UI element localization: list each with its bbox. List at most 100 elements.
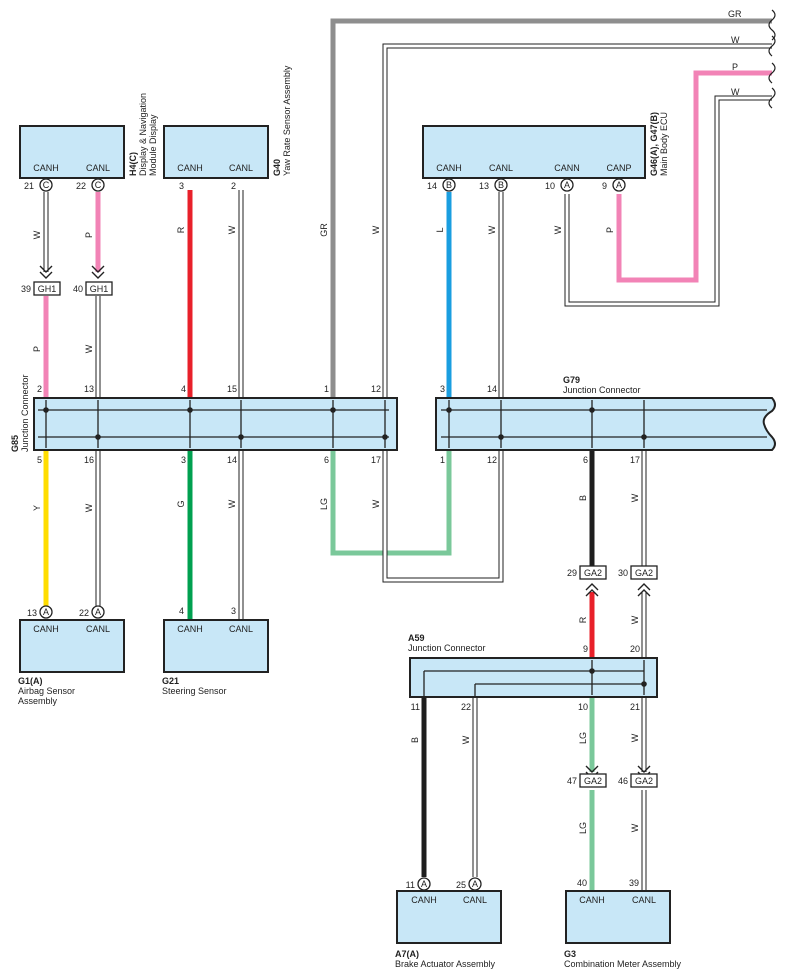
h4-name-1: Display & Navigation (138, 93, 148, 176)
ga2-bot-pin-47: 47 (567, 776, 577, 786)
wl-g21-g: G (176, 500, 186, 507)
g3-sig-canl: CANL (632, 895, 656, 905)
wl-a59-w: W (630, 733, 640, 742)
a59-bot-pin-21: 21 (630, 702, 640, 712)
g21-pin-3: 3 (231, 606, 236, 616)
wl-g46-w2: W (553, 225, 563, 234)
h4-sig-canl: CANL (86, 163, 110, 173)
wire-w-top1 (382, 43, 772, 398)
wl-g1-w: W (84, 503, 94, 512)
wl-g46-w1: W (487, 225, 497, 234)
g79-id: G79 (563, 375, 580, 385)
g46-pin-13: 13 (479, 181, 489, 191)
component-a59: 9 20 11 22 10 21 A59 Junction Connector (408, 633, 658, 712)
wl-gh1-w: W (84, 344, 94, 353)
gh1-label-1: GH1 (38, 284, 57, 294)
g85-top-pin-2: 13 (84, 384, 94, 394)
g79-top-pin-1: 3 (440, 384, 445, 394)
g79-name: Junction Connector (563, 385, 641, 395)
g1-conn-1: A (43, 607, 49, 617)
ga2-bot-label-2: GA2 (635, 776, 653, 786)
a59-id: A59 (408, 633, 425, 643)
g46-pin-10: 10 (545, 181, 555, 191)
wl-h4-w: W (32, 230, 42, 239)
ga2-bot-pin-46: 46 (618, 776, 628, 786)
g46-conn-a2: A (616, 180, 622, 190)
ga2-top-label-1: GA2 (584, 568, 602, 578)
wl-ga2-r: R (578, 616, 588, 623)
component-a7: A A 11 25 CANH CANL A7(A) Brake Actuator… (395, 877, 502, 969)
wl-g79-b: B (578, 495, 588, 501)
g85-top-pin-5: 1 (324, 384, 329, 394)
g21-sig-canh: CANH (177, 624, 203, 634)
g85-top-pin-6: 12 (371, 384, 381, 394)
wl-g46-l: L (435, 227, 445, 232)
a59-bot-pin-22: 22 (461, 702, 471, 712)
g1-sig-canh: CANH (33, 624, 59, 634)
g79-bot-pin-1: 1 (440, 455, 445, 465)
h4-id: H4(C) (128, 152, 138, 176)
a7-id: A7(A) (395, 949, 419, 959)
g3-name: Combination Meter Assembly (564, 959, 682, 969)
wire-p-top (616, 70, 772, 283)
g1-sig-canl: CANL (86, 624, 110, 634)
h4-pin-22: 22 (76, 181, 86, 191)
wl-g79-w: W (630, 493, 640, 502)
a59-bot-pin-10: 10 (578, 702, 588, 712)
wl-g1-y: Y (32, 505, 42, 511)
g46-pin-14: 14 (427, 181, 437, 191)
g1-pin-22: 22 (79, 608, 89, 618)
a7-sig-canl: CANL (463, 895, 487, 905)
g40-sig-canl: CANL (229, 163, 253, 173)
g85-top-pin-4: 15 (227, 384, 237, 394)
g3-id: G3 (564, 949, 576, 959)
wl-top-w1: W (731, 35, 740, 45)
wl-g3-w: W (630, 823, 640, 832)
wl-lg: LG (319, 498, 329, 510)
component-g21: 4 3 CANH CANL G21 Steering Sensor (162, 606, 269, 696)
g1-name-2: Assembly (18, 696, 58, 706)
g21-id: G21 (162, 676, 179, 686)
gh1-label-2: GH1 (90, 284, 109, 294)
h4-conn-2: C (95, 180, 102, 190)
g85-bot-pin-1: 5 (37, 455, 42, 465)
g79-bot-pin-3: 6 (583, 455, 588, 465)
wire-labels: GR W P W W P P W R W GR W L W W P Y W G … (32, 9, 742, 834)
g85-bot-pin-4: 14 (227, 455, 237, 465)
a7-conn-1: A (421, 879, 427, 889)
wire-gr (330, 18, 772, 398)
connector-gh1: GH1 GH1 39 40 (21, 265, 113, 296)
a7-conn-2: A (472, 879, 478, 889)
g1-id: G1(A) (18, 676, 43, 686)
ga2-top-pin-30: 30 (618, 568, 628, 578)
g21-sig-canl: CANL (229, 624, 253, 634)
g46-sig-canh: CANH (436, 163, 462, 173)
wl-g40-w: W (227, 225, 237, 234)
g1-conn-2: A (95, 607, 101, 617)
wl-top-w2: W (731, 87, 740, 97)
g85-bot-pin-3: 3 (181, 455, 186, 465)
connector-ga2-top: GA2 GA2 29 30 (567, 565, 658, 597)
wl-gh1-p: P (32, 346, 42, 352)
component-h4: CANH CANL 21 22 C C H4(C) Display & Navi… (19, 93, 158, 192)
g85-bot-pin-6: 17 (371, 455, 381, 465)
g21-pin-4: 4 (179, 606, 184, 616)
g46-name: Main Body ECU (659, 112, 669, 176)
g85-top-pin-3: 4 (181, 384, 186, 394)
g46-sig-cann: CANN (554, 163, 580, 173)
wire-w-loop (382, 450, 504, 583)
g1-pin-13: 13 (27, 608, 37, 618)
h4-name-2: Module Display (148, 114, 158, 176)
component-g79: 3 14 1 12 6 17 G79 Junction Connector (435, 375, 776, 465)
wire-w-top2 (564, 95, 772, 307)
wire-lg-loop (330, 450, 452, 556)
g46-sig-canp: CANP (606, 163, 631, 173)
g46-id: G46(A), G47(B) (649, 112, 659, 176)
component-g3: 40 39 CANH CANL G3 Combination Meter Ass… (564, 878, 682, 969)
g40-pin-2: 2 (231, 181, 236, 191)
g85-bot-pin-5: 6 (324, 455, 329, 465)
g46-pin-9: 9 (602, 181, 607, 191)
wl-g21-w: W (227, 499, 237, 508)
a59-name: Junction Connector (408, 643, 486, 653)
